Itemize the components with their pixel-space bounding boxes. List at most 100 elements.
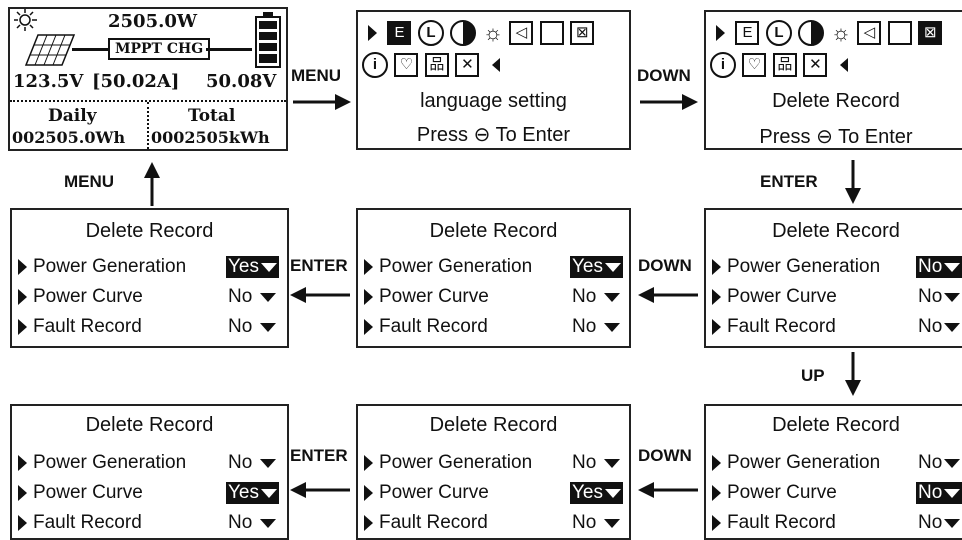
battery-voltage-value: 50.08V xyxy=(206,71,277,92)
sun-icon xyxy=(14,9,37,31)
menu-hint: Press ⊖ To Enter xyxy=(706,124,962,149)
item-label: Fault Record xyxy=(727,512,836,533)
value-selected[interactable]: No xyxy=(916,482,962,504)
item-label: Power Curve xyxy=(727,482,837,503)
dropdown-icon xyxy=(944,322,961,332)
option-row-power-curve[interactable]: Power Curve No xyxy=(712,285,962,309)
left-arrow-icon xyxy=(638,482,698,498)
pointer-icon xyxy=(712,455,721,471)
value[interactable]: No xyxy=(228,316,277,338)
pointer-icon xyxy=(364,259,373,275)
screen-title: Delete Record xyxy=(85,220,214,242)
value[interactable]: No xyxy=(918,512,961,534)
value[interactable]: No xyxy=(918,286,961,308)
brightness-icon: ☼ xyxy=(482,20,503,45)
pointer-icon xyxy=(364,485,373,501)
down-arrow-icon xyxy=(845,352,861,396)
pointer-icon xyxy=(364,319,373,335)
item-label: Power Generation xyxy=(727,256,881,277)
dropdown-icon xyxy=(944,488,961,498)
down-arrow-label: DOWN xyxy=(637,66,691,85)
item-label: Fault Record xyxy=(33,316,142,337)
menu-icon-row-2: i ♡ 品 ✕ xyxy=(362,52,500,78)
item-label: Power Generation xyxy=(379,452,533,473)
page-icon xyxy=(887,21,912,45)
dropdown-icon xyxy=(604,292,621,302)
item-label: Power Curve xyxy=(379,286,489,307)
speaker-icon: ◁ xyxy=(857,21,882,45)
down-arrow-label: DOWN xyxy=(638,256,692,275)
pointer-icon xyxy=(18,319,27,335)
tools-icon: ✕ xyxy=(455,53,480,77)
value[interactable]: No xyxy=(228,512,277,534)
value[interactable]: No xyxy=(228,286,277,308)
option-row-power-curve[interactable]: Power Curve No xyxy=(364,285,629,309)
value-selected[interactable]: Yes xyxy=(226,256,279,278)
pointer-icon xyxy=(712,259,721,275)
dropdown-icon xyxy=(604,322,621,332)
option-row-power-generation[interactable]: Power Generation No xyxy=(712,255,962,279)
dropdown-icon xyxy=(944,262,961,272)
pointer-icon xyxy=(368,25,377,41)
option-row-power-curve[interactable]: Power Curve No xyxy=(712,481,962,505)
value[interactable]: No xyxy=(572,452,621,474)
item-label: Power Curve xyxy=(727,286,837,307)
value[interactable]: No xyxy=(228,452,277,474)
value[interactable]: No xyxy=(572,512,621,534)
value[interactable]: No xyxy=(572,286,621,308)
menu-icon-row-1: E L ☼ ◁ ⊠ xyxy=(716,20,944,46)
value[interactable]: No xyxy=(918,316,961,338)
dropdown-icon xyxy=(604,458,621,468)
pointer-icon xyxy=(712,289,721,305)
option-row-power-generation[interactable]: Power Generation No xyxy=(712,451,962,475)
menu-icon-row-2: i ♡ 品 ✕ xyxy=(710,52,848,78)
enter-arrow-label: ENTER xyxy=(290,256,348,275)
clock-icon: L xyxy=(765,20,792,46)
clock-icon: L xyxy=(417,20,444,46)
dropdown-icon xyxy=(261,262,277,272)
option-row-power-curve[interactable]: Power Curve Yes xyxy=(18,481,287,505)
hint-suffix: To Enter xyxy=(495,124,571,146)
value-selected[interactable]: Yes xyxy=(226,482,279,504)
dropdown-icon xyxy=(260,322,277,332)
option-row-power-generation[interactable]: Power Generation No xyxy=(364,451,629,475)
contrast-icon xyxy=(450,20,477,46)
pointer-icon xyxy=(716,25,725,41)
option-row-fault-record[interactable]: Fault Record No xyxy=(712,511,962,535)
value-selected[interactable]: Yes xyxy=(570,482,623,504)
down-arrow-label: DOWN xyxy=(638,446,692,465)
item-label: Power Curve xyxy=(33,482,143,503)
right-arrow-icon xyxy=(640,94,698,110)
value-selected[interactable]: Yes xyxy=(570,256,623,278)
option-row-fault-record[interactable]: Fault Record No xyxy=(18,315,287,339)
item-label: Power Generation xyxy=(727,452,881,473)
value[interactable]: No xyxy=(572,316,621,338)
menu-caption: Delete Record xyxy=(772,90,900,112)
divider-vertical xyxy=(147,102,149,149)
right-arrow-icon xyxy=(293,94,351,110)
hint-prefix: Press xyxy=(759,126,811,148)
value[interactable]: No xyxy=(918,452,961,474)
value-selected[interactable]: No xyxy=(916,256,962,278)
dropdown-icon xyxy=(261,488,277,498)
up-arrow-label: UP xyxy=(801,366,825,385)
dropdown-icon xyxy=(604,518,621,528)
pointer-icon xyxy=(712,319,721,335)
menu-arrow-label: MENU xyxy=(291,66,342,85)
delete-record-icon: ⊠ xyxy=(570,21,595,45)
screen-title: Delete Record xyxy=(772,414,900,436)
